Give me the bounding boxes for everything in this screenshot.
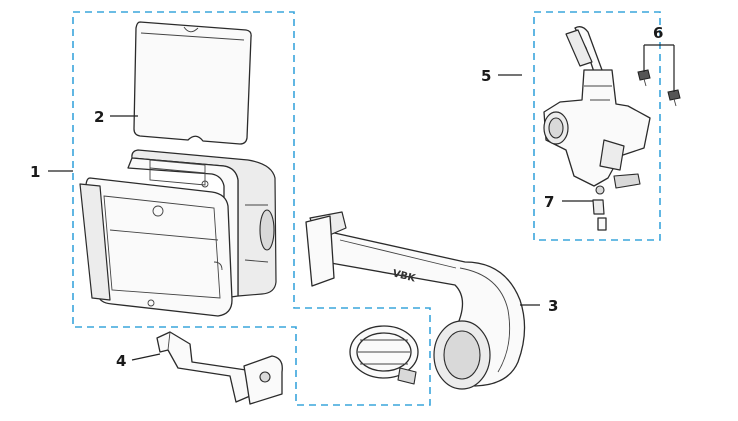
group-outline-carburetor	[533, 11, 661, 241]
callout-labels: 1 2 3 4 5 6 7	[30, 24, 663, 370]
carburetor-jet	[592, 199, 607, 231]
leader-lines	[48, 44, 675, 361]
air-filter-cover	[79, 177, 233, 317]
callout-1: 1	[30, 163, 40, 181]
callout-3: 3	[548, 297, 558, 315]
hose-clamp	[349, 325, 419, 385]
callout-2: 2	[94, 108, 104, 126]
callout-4: 4	[116, 352, 126, 370]
group-outline-air-filter	[72, 11, 431, 406]
carburetor-screws	[637, 69, 681, 107]
mounting-bracket	[156, 331, 283, 405]
callout-5: 5	[481, 67, 491, 85]
dashed-group-outlines	[72, 11, 661, 406]
intake-tube: VBK	[305, 211, 526, 390]
carburetor	[543, 26, 651, 195]
callout-7: 7	[544, 193, 554, 211]
filter-element	[133, 21, 252, 145]
callout-6: 6	[653, 24, 663, 42]
